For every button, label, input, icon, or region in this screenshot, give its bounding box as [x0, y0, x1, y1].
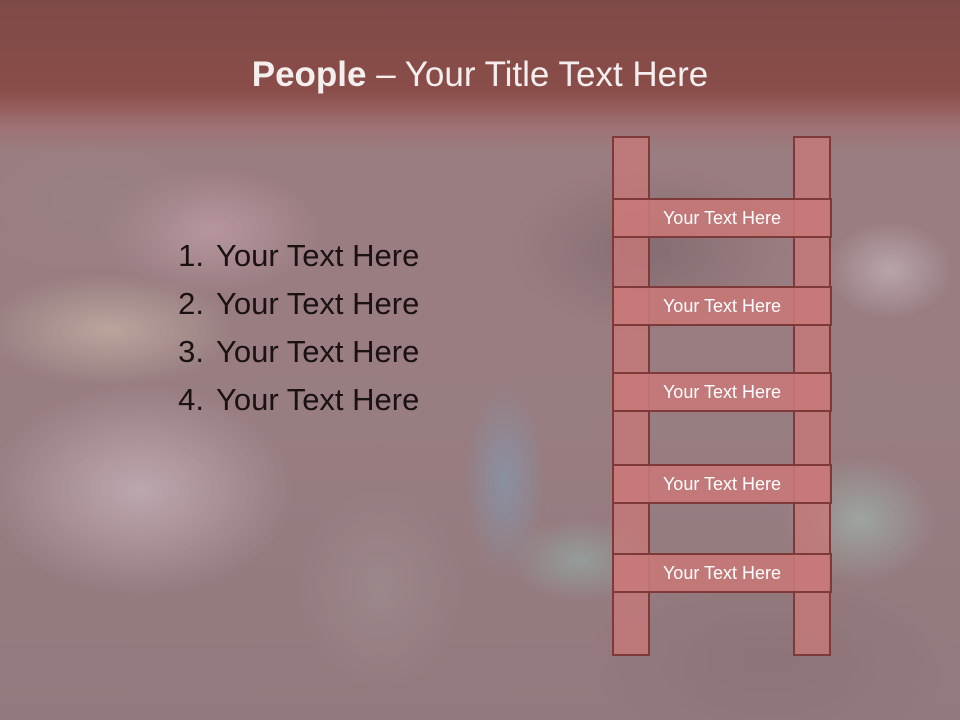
title-bold: People [251, 55, 367, 94]
list-text: Your Text Here [216, 238, 420, 273]
list-item: 2. Your Text Here [150, 280, 419, 328]
numbered-list: 1. Your Text Here 2. Your Text Here 3. Your… [150, 232, 419, 424]
list-item: 3. Your Text Here [150, 328, 419, 376]
ladder-rung-1: Your Text Here [612, 198, 832, 238]
list-number: 1. [178, 238, 204, 273]
ladder-rung-2: Your Text Here [612, 286, 832, 326]
ladder-rung-3: Your Text Here [612, 372, 832, 412]
list-text: Your Text Here [216, 334, 420, 369]
list-item: 1. Your Text Here [150, 232, 419, 280]
list-text: Your Text Here [216, 382, 420, 417]
title-banner [0, 0, 960, 150]
list-text: Your Text Here [216, 286, 420, 321]
list-item: 4. Your Text Here [150, 376, 419, 424]
ladder-rung-4: Your Text Here [612, 464, 832, 504]
slide-title: People – Your Title Text Here [0, 55, 960, 95]
list-number: 2. [178, 286, 204, 321]
list-number: 3. [178, 334, 204, 369]
title-rest: – Your Title Text Here [366, 55, 709, 94]
list-number: 4. [178, 382, 204, 417]
ladder-rung-5: Your Text Here [612, 553, 832, 593]
